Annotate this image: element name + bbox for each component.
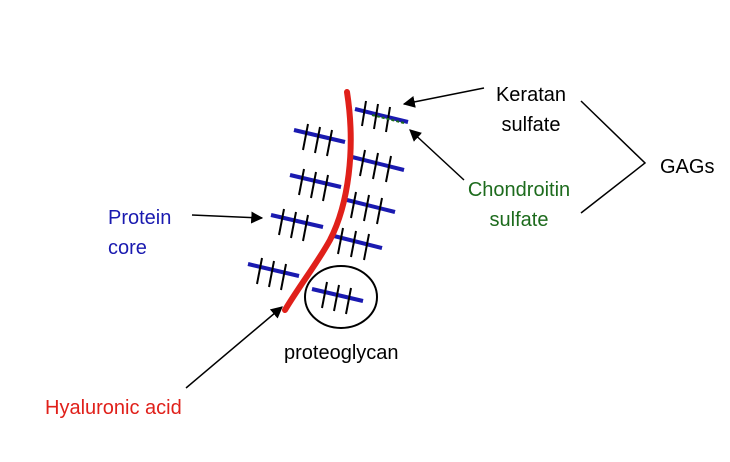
- proteoglycan-unit: [270, 208, 324, 242]
- protein-core-bars: [247, 100, 409, 315]
- hyaluronic-acid-strand: [282, 89, 354, 313]
- chondroitin-arrow: [409, 129, 465, 181]
- keratan-sulfate-label: Keratan sulfate: [486, 80, 576, 140]
- proteoglycan-unit: [329, 227, 383, 261]
- proteoglycan-circle: [304, 265, 378, 329]
- proteoglycan-unit: [293, 123, 346, 157]
- keratan-line2: sulfate: [501, 114, 561, 136]
- chondroitin-sulfate-label: Chondroitin sulfate: [458, 175, 580, 235]
- proteoglycan-unit: [354, 100, 409, 133]
- proteoglycan-label: proteoglycan: [284, 342, 399, 364]
- keratan-arrow: [402, 87, 485, 108]
- proteoglycan-unit: [351, 149, 405, 183]
- proteoglycan-unit: [342, 191, 396, 225]
- protein-core-label: Protein core: [108, 203, 171, 263]
- protein-line1: Protein: [108, 207, 172, 229]
- protein-core-arrow: [191, 211, 264, 224]
- gags-label: GAGs: [660, 156, 715, 178]
- protein-line2: core: [108, 237, 147, 259]
- hyaluronic-acid-label: Hyaluronic acid: [45, 397, 182, 419]
- proteoglycan-unit: [289, 168, 342, 202]
- proteoglycan-unit-circled: [311, 281, 364, 315]
- hyaluronic-arrow: [185, 306, 283, 389]
- proteoglycan-unit: [247, 257, 300, 291]
- chondroitin-line2: sulfate: [489, 209, 549, 231]
- chondroitin-line1: Chondroitin: [467, 179, 571, 201]
- keratan-line1: Keratan: [495, 84, 567, 106]
- gags-bracket: [580, 100, 647, 214]
